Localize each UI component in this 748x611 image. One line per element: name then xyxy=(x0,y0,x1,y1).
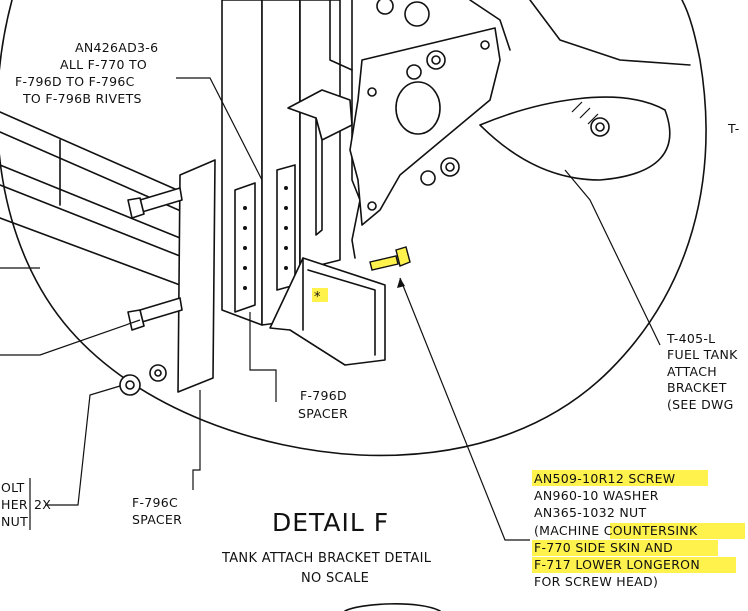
svg-text:TO F-796B RIVETS: TO F-796B RIVETS xyxy=(22,91,142,106)
svg-text:SPACER: SPACER xyxy=(298,406,348,421)
screw-hardware-callout: AN509-10R12 SCREW AN960-10 WASHER AN365-… xyxy=(532,470,745,589)
svg-text:ATTACH: ATTACH xyxy=(667,364,717,379)
rivet-callout: AN426AD3-6 ALL F-770 TO F-796D TO F-796C… xyxy=(15,40,158,106)
svg-text:OLT: OLT xyxy=(1,480,25,495)
detail-title: DETAIL F xyxy=(272,508,389,537)
hl-screw xyxy=(532,470,708,486)
leader-lines xyxy=(0,77,661,541)
svg-text:ALL F-770 TO: ALL F-770 TO xyxy=(60,57,147,72)
longeron-members xyxy=(0,111,201,286)
svg-text:BRACKET: BRACKET xyxy=(667,380,727,395)
f-796c-plate xyxy=(177,159,216,393)
tank-bracket xyxy=(349,27,501,226)
svg-text:F-796D: F-796D xyxy=(300,388,347,403)
left-bolts xyxy=(119,187,183,396)
svg-text:F-717 LOWER LONGERON: F-717 LOWER LONGERON xyxy=(534,557,700,572)
svg-text:AN426AD3-6: AN426AD3-6 xyxy=(75,40,158,55)
svg-text:(MACHINE COUNTERSINK: (MACHINE COUNTERSINK xyxy=(534,523,698,538)
svg-text:F-796C: F-796C xyxy=(132,495,178,510)
upper-channel xyxy=(287,0,361,259)
star-mark: * xyxy=(314,290,321,305)
fuel-tank xyxy=(469,0,691,181)
svg-text:HER: HER xyxy=(1,497,28,512)
svg-text:F-770 SIDE SKIN AND: F-770 SIDE SKIN AND xyxy=(534,540,673,555)
hl-side-skin xyxy=(532,540,718,556)
detail-scale: NO SCALE xyxy=(301,571,369,586)
bracket-callout: T-405-L FUEL TANK ATTACH BRACKET (SEE DW… xyxy=(666,331,738,412)
svg-text:(SEE DWG: (SEE DWG xyxy=(667,397,734,412)
next-detail-outline xyxy=(344,603,441,611)
svg-text:FUEL TANK: FUEL TANK xyxy=(667,347,738,362)
bracket-top-callout: T- xyxy=(727,121,740,136)
svg-text:F-796D TO F-796C: F-796D TO F-796C xyxy=(15,74,135,89)
svg-text:2X: 2X xyxy=(34,497,51,512)
bracket-hardware xyxy=(376,0,460,186)
svg-text:AN509-10R12 SCREW: AN509-10R12 SCREW xyxy=(534,471,675,486)
svg-text:SPACER: SPACER xyxy=(132,512,182,527)
svg-text:AN960-10 WASHER: AN960-10 WASHER xyxy=(534,488,659,503)
hl-longeron xyxy=(532,557,736,573)
star-highlight xyxy=(312,288,328,302)
svg-text:FOR SCREW HEAD): FOR SCREW HEAD) xyxy=(534,574,658,589)
svg-text:NUT: NUT xyxy=(1,514,28,529)
detail-title-block: DETAIL F TANK ATTACH BRACKET DETAIL NO S… xyxy=(221,508,432,586)
detail-circle xyxy=(0,0,707,457)
svg-text:T-405-L: T-405-L xyxy=(666,331,715,346)
f-796c-callout: F-796C SPACER xyxy=(132,495,182,527)
f-796d-strips xyxy=(234,164,296,313)
an509-screw xyxy=(369,246,411,271)
hl-countersink xyxy=(610,523,745,539)
detail-subtitle: TANK ATTACH BRACKET DETAIL xyxy=(221,551,432,566)
f-796d-callout: F-796D SPACER xyxy=(298,388,348,421)
svg-text:AN365-1032 NUT: AN365-1032 NUT xyxy=(534,505,646,520)
left-hardware-callout: OLT HER NUT 2X xyxy=(1,480,51,529)
